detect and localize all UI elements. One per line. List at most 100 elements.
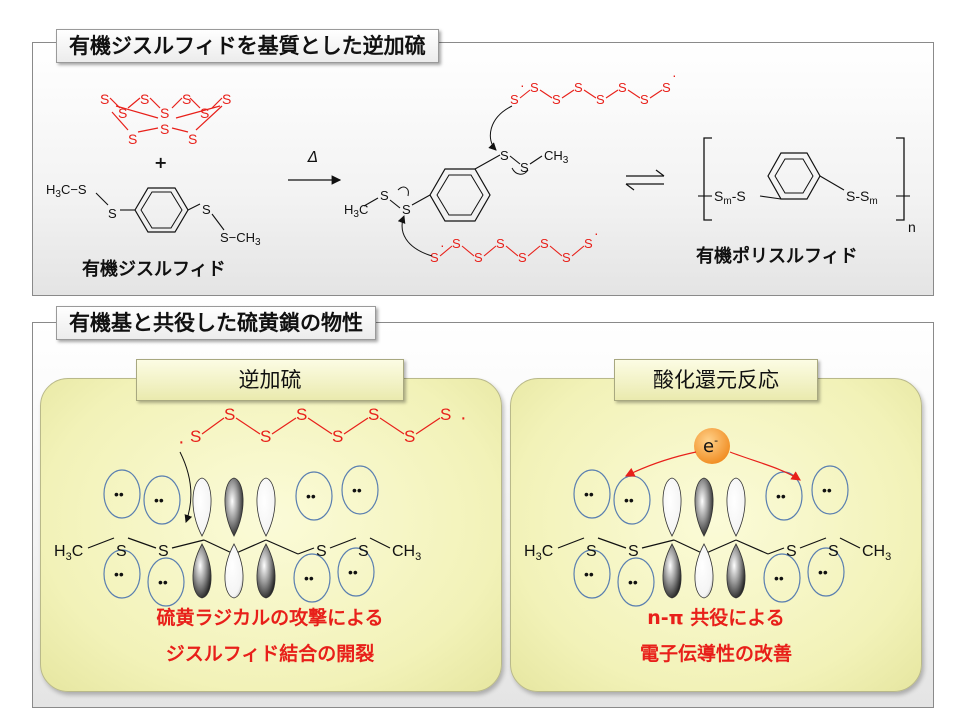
svg-text:S: S <box>296 405 307 424</box>
svg-text:S: S <box>474 250 483 265</box>
svg-text:S: S <box>520 160 529 175</box>
lone-pair-orbital <box>295 471 333 521</box>
svg-text:S: S <box>380 188 389 203</box>
plus-sign: + <box>154 153 167 172</box>
lone-pair-dots: •• <box>628 574 638 590</box>
lone-pair-dots: •• <box>348 564 358 580</box>
svg-text:S: S <box>552 92 561 107</box>
lone-pair-dots: •• <box>154 492 164 508</box>
lone-pair-orbital <box>103 549 141 599</box>
sulfur-atom: S <box>828 543 839 560</box>
p-orbital-upper <box>192 477 212 537</box>
lone-pair-orbital <box>103 469 141 519</box>
methyl-right: CH3 <box>392 543 421 563</box>
electron-icon <box>694 428 730 464</box>
svg-text:n: n <box>908 219 916 235</box>
svg-text:S: S <box>160 105 169 121</box>
svg-text:S: S <box>596 92 605 107</box>
svg-text:S: S <box>540 236 549 251</box>
sulfur-atom: S <box>586 543 597 560</box>
right-caption-line1: n-π 共役による <box>647 606 785 629</box>
svg-text:·: · <box>520 77 525 93</box>
svg-text:S: S <box>618 80 627 95</box>
svg-text:Sm-S: Sm-S <box>714 188 746 207</box>
svg-text:S: S <box>140 91 149 107</box>
lone-pair-dots: •• <box>584 486 594 502</box>
p-orbital-lower <box>662 543 682 599</box>
p-orbital-upper <box>694 477 714 537</box>
lone-pair-dots: •• <box>624 492 634 508</box>
svg-text:S: S <box>128 131 137 147</box>
svg-text:CH3: CH3 <box>544 148 569 166</box>
lone-pair-orbital <box>337 547 375 597</box>
methyl-left: H3C <box>524 543 553 563</box>
svg-text:S: S <box>452 236 461 251</box>
left-caption-line2: ジスルフィド結合の開裂 <box>166 642 375 665</box>
sulfur-atom: S <box>158 543 169 560</box>
svg-text:S: S <box>500 148 509 163</box>
svg-text:S: S <box>584 236 593 251</box>
left-sulfur-chain: · SSS SSS SS · <box>178 405 467 453</box>
section2-title: 有機基と共役した硫黄鎖の物性 <box>56 306 376 340</box>
svg-text:·: · <box>440 237 445 253</box>
panel-reverse-vulcanization <box>32 42 934 296</box>
lone-pair-orbital <box>143 475 181 525</box>
lone-pair-dots: •• <box>818 564 828 580</box>
svg-text:S: S <box>640 92 649 107</box>
lone-pair-dots: •• <box>114 566 124 582</box>
svg-text:S: S <box>402 202 411 217</box>
svg-text:S: S <box>574 80 583 95</box>
svg-text:S: S <box>190 427 201 446</box>
svg-text:S: S <box>496 236 505 251</box>
svg-text:S: S <box>440 405 451 424</box>
svg-text:S: S <box>518 250 527 265</box>
tab-redox: 酸化還元反応 <box>614 359 818 401</box>
polysulfide-label: 有機ポリスルフィド <box>696 245 858 267</box>
lone-pair-dots: •• <box>774 570 784 586</box>
equilibrium-arrows <box>625 169 665 191</box>
p-orbital-upper <box>726 477 746 537</box>
p-orbital-upper <box>256 477 276 537</box>
svg-text:S: S <box>108 206 117 221</box>
intermediate-molecule: SSS SSS SS ·· S S CH3 S S H3C SSS SSS <box>344 67 677 265</box>
sulfur-atom: S <box>116 543 127 560</box>
lone-pair-orbital <box>147 557 185 607</box>
sulfur-atom: S <box>786 543 797 560</box>
svg-text:S: S <box>100 91 109 107</box>
svg-text:S−CH3: S−CH3 <box>220 230 261 248</box>
left-caption-line1: 硫黄ラジカルの攻撃による <box>156 606 383 629</box>
lone-pair-orbital <box>763 553 801 603</box>
svg-text:S: S <box>182 91 191 107</box>
sulfur-atom: S <box>316 543 327 560</box>
svg-text:S: S <box>662 80 671 95</box>
lone-pair-dots: •• <box>306 488 316 504</box>
tab-inverse-vulcanization: 逆加硫 <box>136 359 404 401</box>
svg-text:S: S <box>430 250 439 265</box>
lone-pair-orbital <box>573 469 611 519</box>
svg-text:S: S <box>222 91 231 107</box>
lone-pair-dots: •• <box>304 570 314 586</box>
lone-pair-dots: •• <box>352 482 362 498</box>
heat-label: Δ <box>307 148 318 166</box>
lone-pair-dots: •• <box>114 486 124 502</box>
right-caption-line2: 電子伝導性の改善 <box>640 642 792 665</box>
svg-text:S: S <box>562 250 571 265</box>
svg-text:H3C: H3C <box>344 202 368 220</box>
lone-pair-dots: •• <box>822 482 832 498</box>
svg-text:H3C−S: H3C−S <box>46 182 87 200</box>
polysulfide-polymer: Sm-S S-Sm n <box>698 137 916 235</box>
svg-text:S: S <box>260 427 271 446</box>
p-orbital-lower <box>192 543 212 599</box>
methyl-right: CH3 <box>862 543 891 563</box>
lone-pair-orbital <box>811 465 849 515</box>
lone-pair-dots: •• <box>158 574 168 590</box>
p-orbital-lower <box>256 543 276 599</box>
sulfur-atom: S <box>358 543 369 560</box>
p-orbital-lower <box>224 543 244 599</box>
lone-pair-orbital <box>341 465 379 515</box>
card-inverse-vulcanization <box>40 378 502 692</box>
svg-text:S: S <box>160 121 169 137</box>
p-orbital-lower <box>694 543 714 599</box>
